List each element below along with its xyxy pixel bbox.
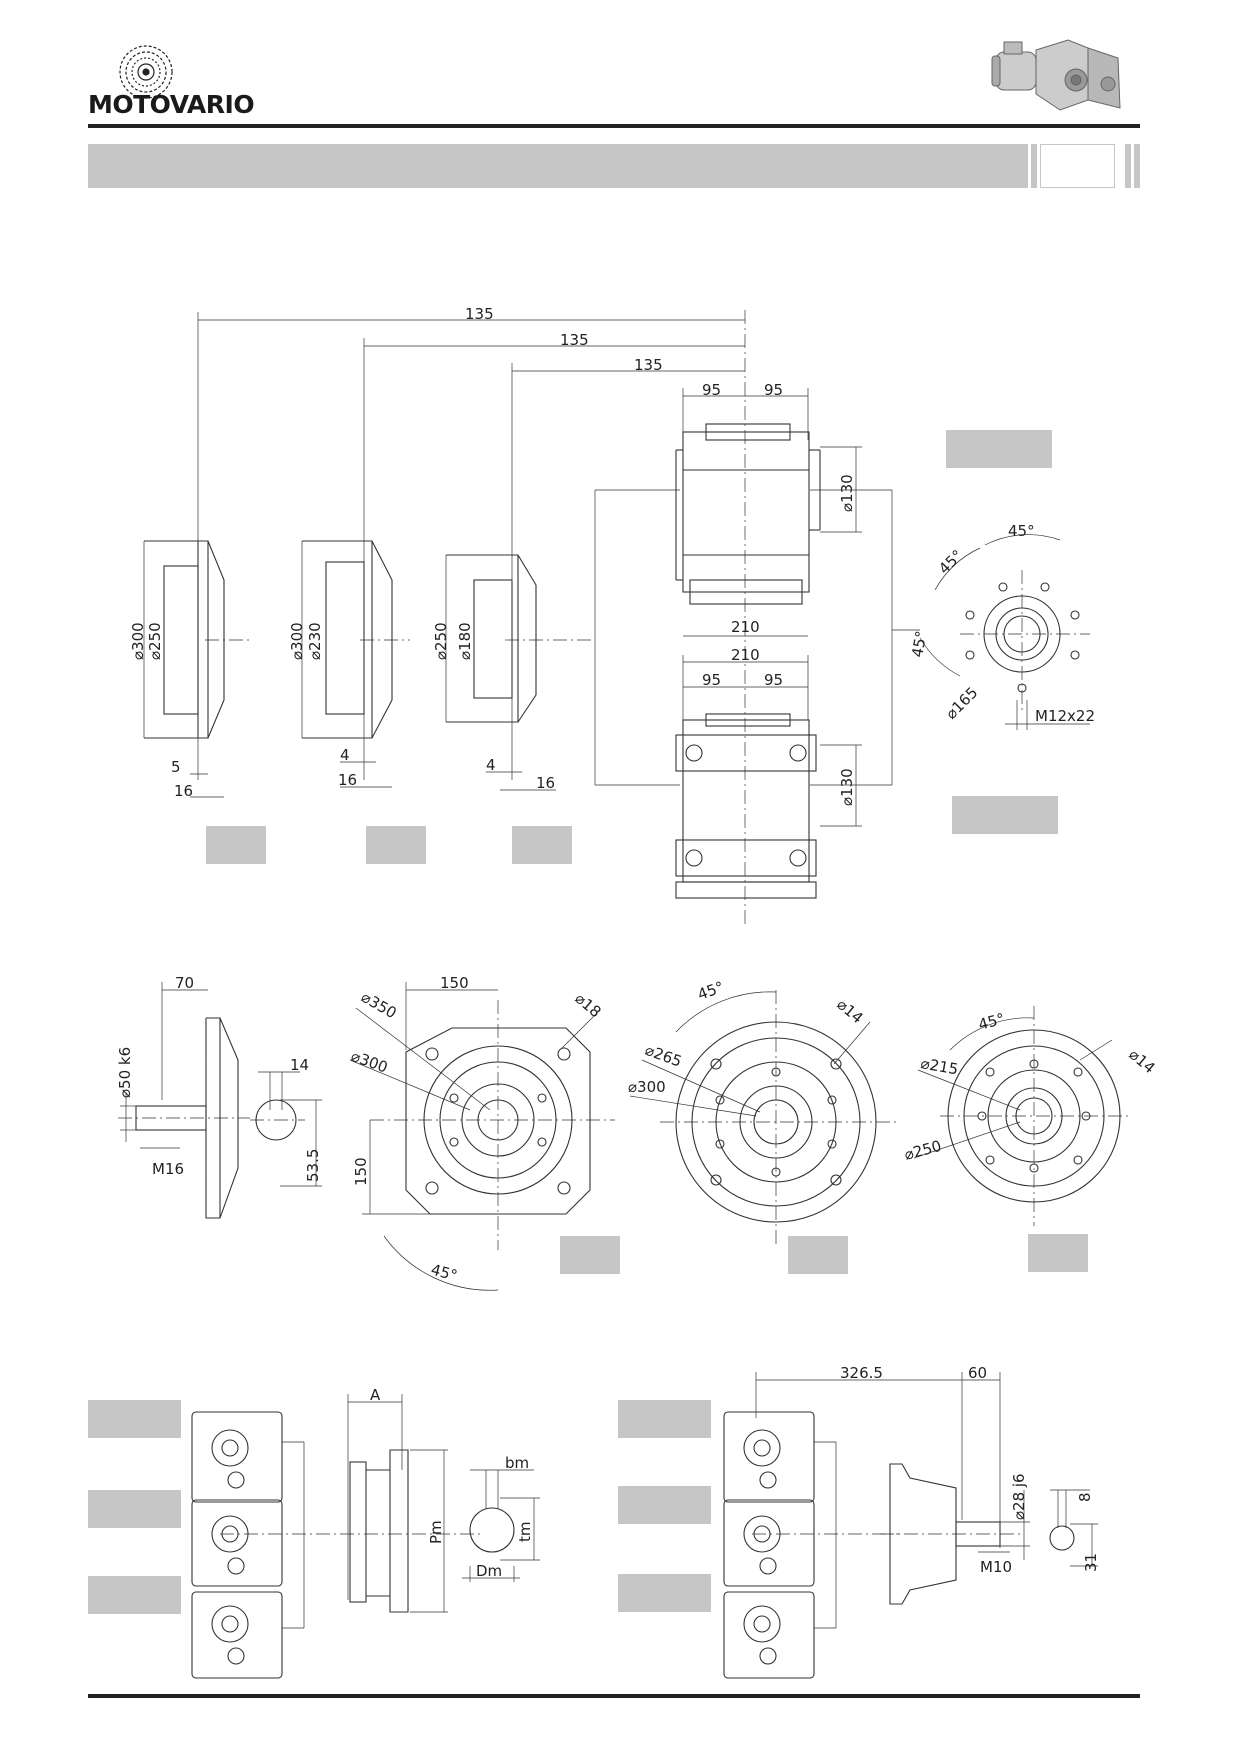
round-flange-angle-a: 45° bbox=[1008, 522, 1035, 540]
flange-a-w1: 5 bbox=[171, 758, 181, 776]
gearmotor-thumbnail bbox=[991, 39, 1121, 111]
flange-c-w2: 16 bbox=[536, 774, 555, 792]
label-box-square-flange bbox=[560, 1236, 620, 1274]
section-banner-end-2 bbox=[1040, 144, 1115, 188]
round-flange-angle-c: 45° bbox=[908, 629, 930, 658]
label-box-bl-2 bbox=[88, 1490, 181, 1528]
shaft-length: 70 bbox=[175, 974, 194, 992]
gearbox-stack-right bbox=[723, 1411, 900, 1679]
flange-b-d-outer: ⌀300 bbox=[288, 622, 306, 660]
round-flange-1-d-a: ⌀265 bbox=[643, 1041, 685, 1071]
housing-lower-w-left: 95 bbox=[702, 671, 721, 689]
motor-flange-left: A Pm bm tm Dm bbox=[347, 1386, 540, 1613]
round-flange-2-angle: 45° bbox=[976, 1010, 1006, 1034]
bottom-left-dm: Dm bbox=[476, 1562, 502, 1580]
housing-upper-drawing: 95 95 ⌀130 210 bbox=[675, 310, 862, 925]
shaft-diameter: ⌀50 k6 bbox=[116, 1047, 134, 1098]
round-flange-1-drawing: 45° ⌀14 ⌀265 ⌀300 bbox=[628, 978, 896, 1244]
bottom-right-diameter: ⌀28 j6 bbox=[1010, 1473, 1028, 1520]
flange-a-d-outer: ⌀300 bbox=[129, 622, 147, 660]
shaft-drawing: 70 ⌀50 k6 14 53.5 M16 bbox=[116, 974, 322, 1219]
square-flange-angle: 45° bbox=[429, 1260, 459, 1284]
bottom-right-key-h: 31 bbox=[1082, 1553, 1100, 1572]
section-banner-end-4 bbox=[1134, 144, 1140, 188]
round-flange-top-drawing: 45° 45° 45° ⌀165 M12x22 bbox=[908, 522, 1095, 730]
label-box-br-1 bbox=[618, 1400, 711, 1438]
bottom-left-pm: Pm bbox=[427, 1520, 445, 1544]
flange-c-d-inner: ⌀180 bbox=[456, 622, 474, 660]
section-banner-end-3 bbox=[1125, 144, 1131, 188]
flange-b-d-inner: ⌀230 bbox=[306, 622, 324, 660]
round-flange-angle-b: 45° bbox=[935, 546, 967, 578]
shaft-key-w: 14 bbox=[290, 1056, 309, 1074]
label-box-upper-right bbox=[946, 430, 1052, 468]
shaft-thread: M16 bbox=[152, 1160, 184, 1178]
flange-b-w1: 4 bbox=[340, 746, 350, 764]
square-flange-side-left: 150 bbox=[352, 1157, 370, 1186]
bottom-left-a: A bbox=[370, 1386, 381, 1404]
header-rule bbox=[88, 124, 1140, 128]
bottom-right-len-a: 326.5 bbox=[840, 1364, 883, 1382]
round-flange-2-hole: ⌀14 bbox=[1125, 1045, 1158, 1077]
label-box-flange-a bbox=[206, 826, 266, 864]
housing-upper-w-left: 95 bbox=[702, 381, 721, 399]
flange-a-d-inner: ⌀250 bbox=[146, 622, 164, 660]
dim-135-b: 135 bbox=[560, 331, 589, 349]
flange-a-w2: 16 bbox=[174, 782, 193, 800]
label-box-br-2 bbox=[618, 1486, 711, 1524]
round-flange-2-d-a: ⌀215 bbox=[919, 1054, 959, 1078]
housing-upper-d-right: ⌀130 bbox=[838, 474, 856, 512]
flange-a-drawing: ⌀300 ⌀250 5 16 bbox=[129, 540, 250, 800]
bottom-right-len-b: 60 bbox=[968, 1364, 987, 1382]
flange-c-d-outer: ⌀250 bbox=[432, 622, 450, 660]
round-flange-1-angle: 45° bbox=[695, 978, 726, 1004]
square-flange-hole: ⌀18 bbox=[571, 989, 604, 1021]
round-flange-1-d-b: ⌀300 bbox=[628, 1078, 666, 1096]
housing-upper-w-right: 95 bbox=[764, 381, 783, 399]
bottom-left-tm: tm bbox=[516, 1522, 534, 1543]
bottom-right-key: 8 bbox=[1076, 1492, 1094, 1502]
brand-name: MOTOVARIO bbox=[88, 90, 255, 119]
round-flange-2-drawing: 45° ⌀14 ⌀215 ⌀250 bbox=[902, 1006, 1159, 1226]
label-box-bl-3 bbox=[88, 1576, 181, 1614]
housing-lower-drawing: 210 95 95 ⌀130 bbox=[675, 646, 862, 899]
motor-adapter-right: 326.5 60 ⌀28 j6 8 31 M10 bbox=[755, 1364, 1100, 1605]
square-flange-d-a: ⌀350 bbox=[358, 988, 400, 1022]
round-flange-1-hole: ⌀14 bbox=[833, 995, 866, 1027]
footer-rule bbox=[88, 1694, 1140, 1698]
label-box-bl-1 bbox=[88, 1400, 181, 1438]
flange-c-drawing: ⌀250 ⌀180 4 16 bbox=[432, 554, 595, 792]
section-banner-end-1 bbox=[1031, 144, 1037, 188]
bottom-right-thread: M10 bbox=[980, 1558, 1012, 1576]
shaft-key-h: 53.5 bbox=[304, 1149, 322, 1182]
dim-135-group: 135 135 135 bbox=[197, 305, 745, 780]
label-box-round-flange-1 bbox=[788, 1236, 848, 1274]
flange-b-drawing: ⌀300 ⌀230 4 16 bbox=[288, 540, 410, 789]
square-flange-side-top: 150 bbox=[440, 974, 469, 992]
round-flange-pcd: ⌀165 bbox=[942, 683, 981, 722]
label-box-round-flange-2 bbox=[1028, 1234, 1088, 1272]
label-box-flange-c bbox=[512, 826, 572, 864]
housing-lower-w-right: 95 bbox=[764, 671, 783, 689]
round-flange-thread: M12x22 bbox=[1035, 707, 1095, 725]
housing-upper-total: 210 bbox=[731, 618, 760, 636]
section-banner bbox=[88, 144, 1028, 188]
label-box-br-3 bbox=[618, 1574, 711, 1612]
round-flange-2-d-b: ⌀250 bbox=[902, 1137, 943, 1164]
square-flange-d-b: ⌀300 bbox=[349, 1047, 391, 1077]
housing-lower-d-right: ⌀130 bbox=[838, 768, 856, 806]
label-box-flange-b bbox=[366, 826, 426, 864]
square-flange-drawing: 150 150 ⌀350 ⌀300 ⌀18 45° bbox=[349, 974, 615, 1291]
flange-c-w1: 4 bbox=[486, 756, 496, 774]
gearbox-stack-left bbox=[191, 1411, 480, 1679]
bottom-left-bm: bm bbox=[505, 1454, 529, 1472]
housing-lower-total: 210 bbox=[731, 646, 760, 664]
flange-b-w2: 16 bbox=[338, 771, 357, 789]
dim-135-a: 135 bbox=[465, 305, 494, 323]
motovario-logo-icon bbox=[119, 45, 173, 99]
label-box-lower-right bbox=[952, 796, 1058, 834]
dim-135-c: 135 bbox=[634, 356, 663, 374]
